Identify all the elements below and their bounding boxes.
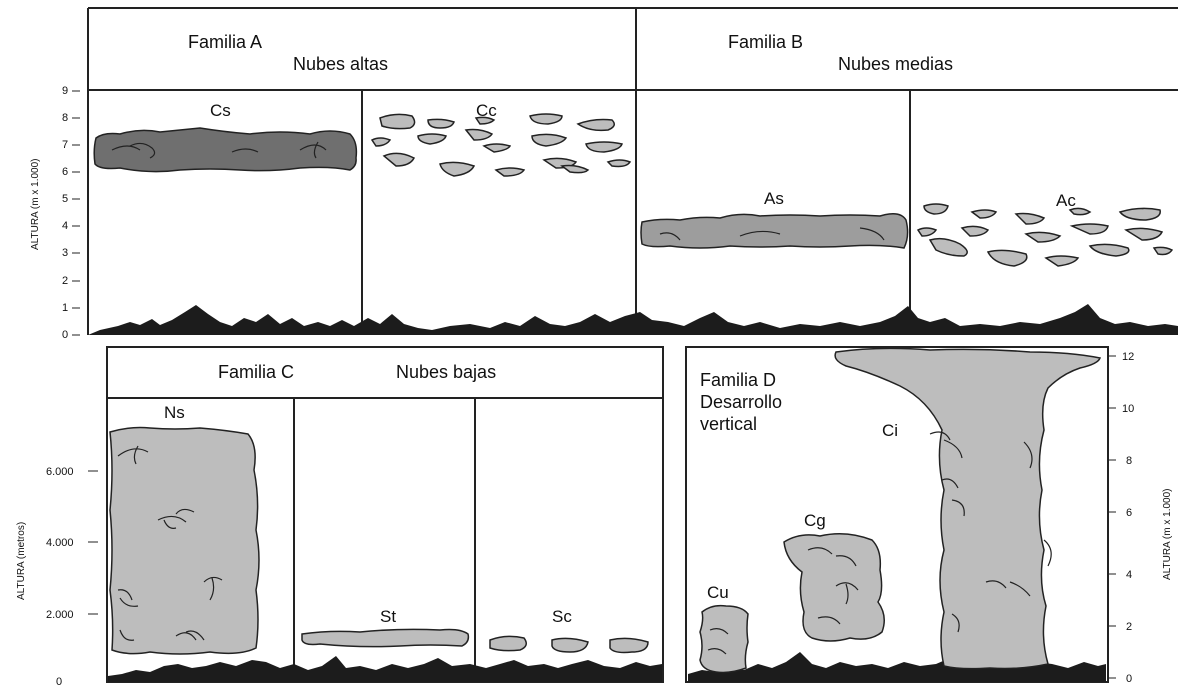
family-d-y-axis: 0 2 4 6 8 10 12 ALTURA (m x 1.000) bbox=[1108, 351, 1173, 685]
cg-label: Cg bbox=[804, 511, 826, 530]
stratus-cloud: St bbox=[302, 607, 468, 647]
bottom-left-panel: Familia C Nubes bajas 6.000 4.000 2.000 … bbox=[16, 347, 663, 685]
top-tick-1: 1 bbox=[62, 302, 68, 314]
sc-patch-1 bbox=[490, 636, 526, 650]
cumulus-congestus-cloud: Cg bbox=[784, 511, 884, 641]
c-tick-0: 0 bbox=[56, 676, 62, 685]
top-tick-7: 7 bbox=[62, 139, 68, 151]
family-d-title-line-1: Familia D bbox=[700, 370, 776, 390]
as-shape bbox=[641, 214, 908, 248]
ns-shape bbox=[110, 428, 259, 655]
d-tick-12: 12 bbox=[1122, 351, 1134, 363]
top-tick-5: 5 bbox=[62, 193, 68, 205]
st-shape bbox=[302, 629, 468, 646]
family-b-title: Familia B bbox=[728, 32, 803, 52]
cs-shape bbox=[94, 128, 356, 172]
c-y-axis-label: ALTURA (metros) bbox=[16, 522, 27, 600]
as-label: As bbox=[764, 189, 784, 208]
d-y-axis-label: ALTURA (m x 1.000) bbox=[1162, 488, 1173, 580]
stratocumulus-cloud: Sc bbox=[490, 607, 648, 653]
cirrocumulus-cloud: Cc bbox=[372, 101, 630, 176]
d-tick-4: 4 bbox=[1126, 569, 1132, 581]
family-c-y-axis: 6.000 4.000 2.000 0 ALTURA (metros) bbox=[16, 466, 98, 685]
family-a-title: Familia A bbox=[188, 32, 262, 52]
cg-shape bbox=[784, 534, 884, 641]
top-y-axis-label: ALTURA (m x 1.000) bbox=[30, 158, 41, 250]
cu-label: Cu bbox=[707, 583, 729, 602]
c-tick-6000: 6.000 bbox=[46, 466, 74, 478]
sc-patch-3 bbox=[610, 638, 648, 652]
cc-patches bbox=[372, 114, 630, 176]
family-c-title: Familia C bbox=[218, 362, 294, 382]
ac-label: Ac bbox=[1056, 191, 1076, 210]
sc-patch-2 bbox=[552, 638, 588, 652]
st-label: St bbox=[380, 607, 396, 626]
c-tick-2000: 2.000 bbox=[46, 609, 74, 621]
top-tick-8: 8 bbox=[62, 112, 68, 124]
sc-label: Sc bbox=[552, 607, 572, 626]
top-tick-3: 3 bbox=[62, 247, 68, 259]
top-ground bbox=[88, 304, 1178, 335]
bottom-right-panel: Familia D Desarrollo vertical 0 2 4 6 8 … bbox=[686, 347, 1173, 685]
top-tick-6: 6 bbox=[62, 166, 68, 178]
nimbostratus-cloud: Ns bbox=[110, 403, 259, 654]
family-b-subtitle: Nubes medias bbox=[838, 54, 953, 74]
top-tick-0: 0 bbox=[62, 329, 68, 341]
family-d-title-line-2: Desarrollo bbox=[700, 392, 782, 412]
top-panel: Familia A Nubes altas Familia B Nubes me… bbox=[30, 8, 1178, 341]
top-tick-4: 4 bbox=[62, 220, 68, 232]
cs-label: Cs bbox=[210, 101, 231, 120]
cumulus-cloud: Cu bbox=[700, 583, 748, 673]
d-tick-8: 8 bbox=[1126, 455, 1132, 467]
top-y-axis: 0 1 2 3 4 5 6 7 8 9 ALTURA (m x 1.000) bbox=[30, 85, 80, 341]
top-tick-9: 9 bbox=[62, 85, 68, 97]
d-tick-10: 10 bbox=[1122, 403, 1134, 415]
family-a-subtitle: Nubes altas bbox=[293, 54, 388, 74]
d-tick-6: 6 bbox=[1126, 507, 1132, 519]
family-c-subtitle: Nubes bajas bbox=[396, 362, 496, 382]
altocumulus-cloud: Ac bbox=[918, 191, 1172, 266]
cc-label: Cc bbox=[476, 101, 497, 120]
cu-shape bbox=[700, 606, 748, 673]
altostratus-cloud: As bbox=[641, 189, 908, 248]
family-d-title-line-3: vertical bbox=[700, 414, 757, 434]
cirrostratus-cloud: Cs bbox=[94, 101, 356, 172]
d-tick-2: 2 bbox=[1126, 621, 1132, 633]
d-tick-0: 0 bbox=[1126, 673, 1132, 685]
c-tick-4000: 4.000 bbox=[46, 537, 74, 549]
ci-label: Ci bbox=[882, 421, 898, 440]
ac-patches bbox=[918, 204, 1172, 266]
family-c-ground bbox=[108, 656, 662, 682]
top-tick-2: 2 bbox=[62, 275, 68, 287]
ns-label: Ns bbox=[164, 403, 185, 422]
